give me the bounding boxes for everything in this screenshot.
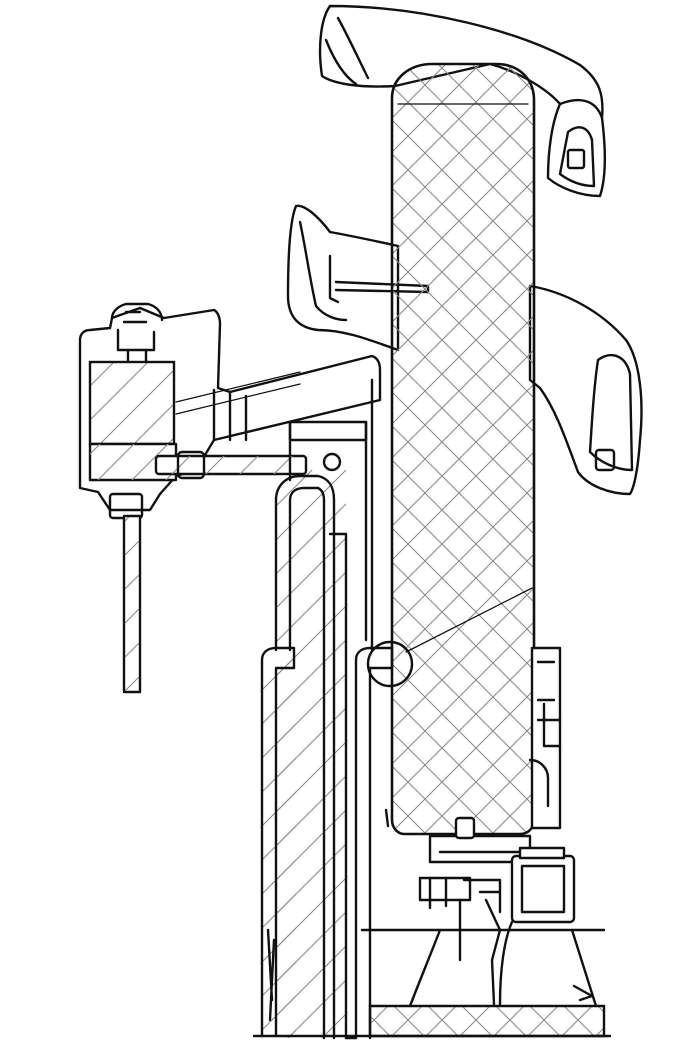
central-column — [366, 62, 536, 836]
middle-fin-right — [528, 284, 643, 496]
base-housing — [252, 646, 612, 1040]
lower-mechanism — [384, 646, 594, 1006]
motor-core — [88, 360, 176, 446]
upper-fin — [318, 4, 606, 198]
shaft-assembly — [154, 420, 368, 480]
